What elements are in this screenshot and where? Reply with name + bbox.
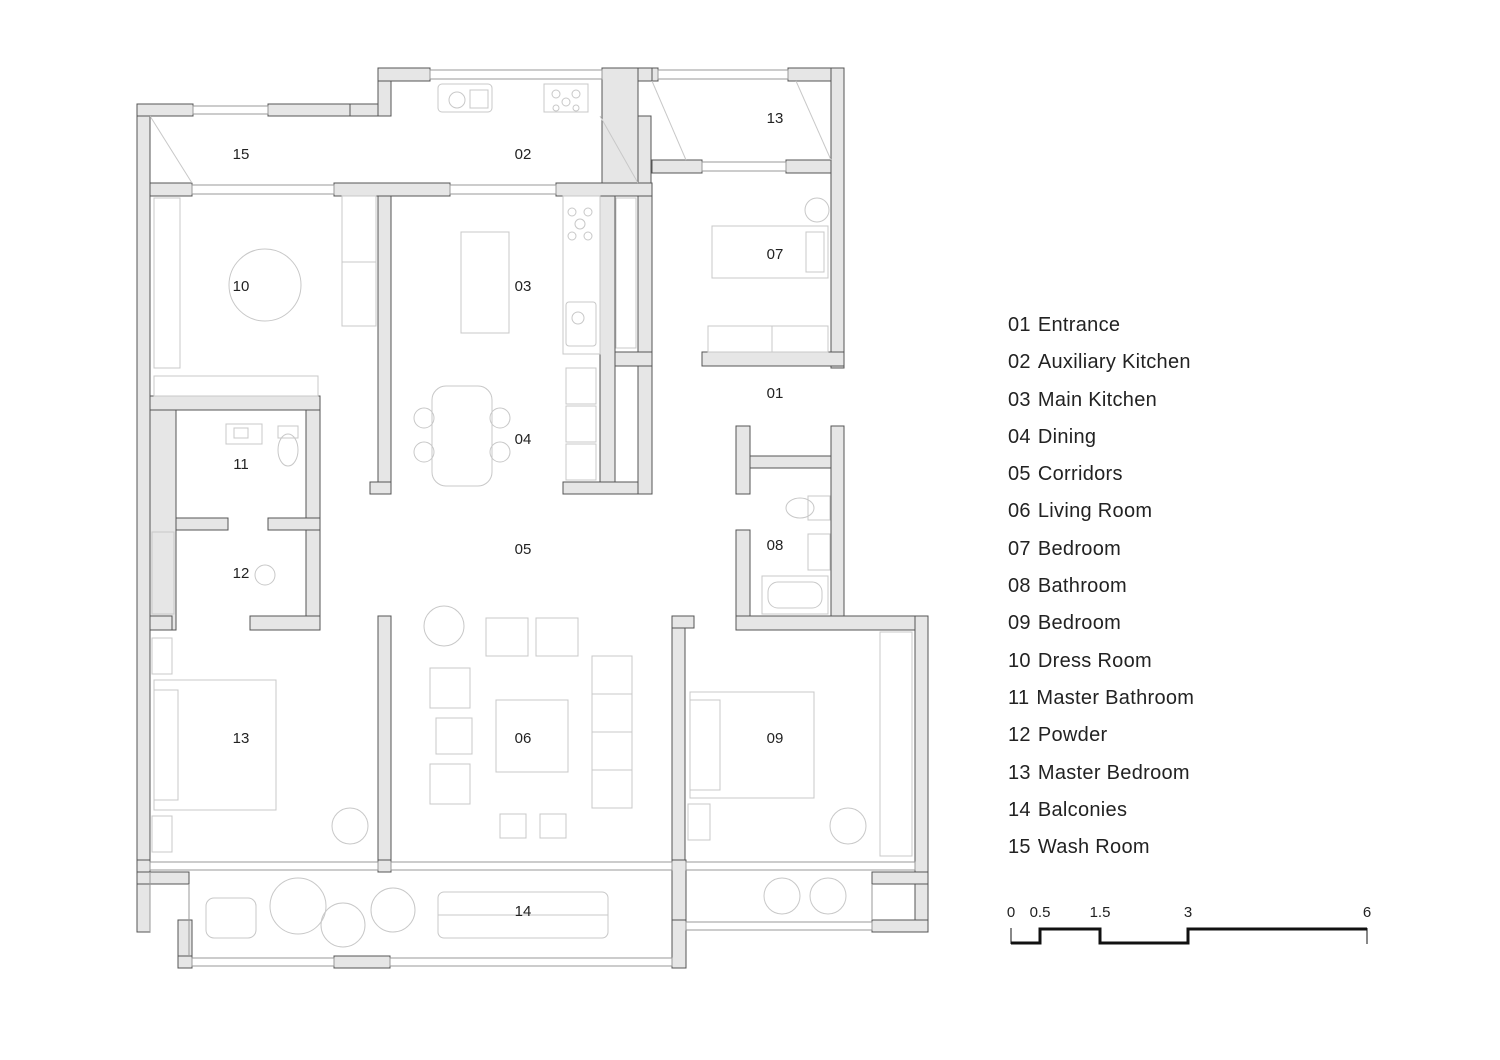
legend-name: Master Bathroom <box>1036 686 1195 709</box>
legend-name: Corridors <box>1037 463 1123 486</box>
legend-code: 14 <box>1008 798 1031 821</box>
room-label-04: 04 <box>515 431 532 448</box>
legend-item: 01 Entrance <box>1008 307 1194 344</box>
legend-item: 15 Wash Room <box>1008 829 1194 866</box>
legend-name: Dress Room <box>1037 649 1152 672</box>
legend-name: Auxiliary Kitchen <box>1037 351 1191 374</box>
room-label-08: 08 <box>767 537 784 554</box>
windows <box>149 69 916 967</box>
legend-name: Bathroom <box>1037 575 1127 598</box>
legend-code: 06 <box>1008 500 1031 523</box>
legend-code: 10 <box>1008 649 1031 672</box>
room-label-10: 10 <box>233 278 250 295</box>
legend-item: 05 Corridors <box>1008 456 1194 493</box>
legend-item: 06 Living Room <box>1008 493 1194 530</box>
legend-item: 07 Bedroom <box>1008 531 1194 568</box>
legend-name: Wash Room <box>1037 836 1150 859</box>
room-label-09: 09 <box>767 730 784 747</box>
scale-tick-6: 6 <box>1363 904 1371 921</box>
room-label-13: 13 <box>233 730 250 747</box>
legend-item: 14 Balconies <box>1008 792 1194 829</box>
legend-name: Powder <box>1037 724 1108 747</box>
legend-item: 08 Bathroom <box>1008 568 1194 605</box>
room-label-06: 06 <box>515 730 532 747</box>
walls <box>136 67 929 969</box>
legend-name: Balconies <box>1037 798 1128 821</box>
legend-code: 12 <box>1008 724 1031 747</box>
legend-name: Bedroom <box>1037 612 1122 635</box>
legend-code: 05 <box>1008 463 1031 486</box>
legend-item: 12 Powder <box>1008 717 1194 754</box>
room-label-01: 01 <box>767 385 784 402</box>
scale-tick-3: 3 <box>1184 904 1192 921</box>
room-label-14: 14 <box>515 903 532 920</box>
legend-code: 08 <box>1008 575 1031 598</box>
legend-item: 09 Bedroom <box>1008 605 1194 642</box>
legend-code: 11 <box>1008 686 1030 709</box>
legend-item: 10 Dress Room <box>1008 643 1194 680</box>
room-legend: 01 Entrance 02 Auxiliary Kitchen 03 Main Ki… <box>1008 307 1194 866</box>
scale-tick-0: 0 <box>1007 904 1015 921</box>
legend-item: 11 Master Bathroom <box>1008 680 1194 717</box>
legend-item: 03 Main Kitchen <box>1008 382 1194 419</box>
room-label-11: 11 <box>233 456 249 473</box>
room-label-03: 03 <box>515 278 532 295</box>
legend-item: 02 Auxiliary Kitchen <box>1008 344 1194 381</box>
room-label-02: 02 <box>515 146 532 163</box>
legend-name: Dining <box>1037 425 1097 448</box>
scale-bar: 0 0.5 1.5 3 6 <box>1007 904 1371 945</box>
legend-name: Bedroom <box>1037 537 1122 560</box>
legend-code: 15 <box>1008 836 1031 859</box>
legend-code: 13 <box>1008 761 1031 784</box>
legend-name: Entrance <box>1037 314 1121 336</box>
room-label-07: 07 <box>767 246 784 263</box>
room-label-13-top: 13 <box>767 110 784 127</box>
legend-name: Main Kitchen <box>1037 388 1158 411</box>
room-label-12: 12 <box>233 565 250 582</box>
legend-code: 03 <box>1008 388 1031 411</box>
legend-item: 13 Master Bedroom <box>1008 755 1194 792</box>
legend-item: 04 Dining <box>1008 419 1194 456</box>
legend-code: 09 <box>1008 612 1031 635</box>
legend-name: Master Bedroom <box>1037 761 1190 784</box>
legend-code: 07 <box>1008 537 1031 560</box>
legend-code: 04 <box>1008 425 1031 448</box>
furniture <box>149 80 913 948</box>
room-label-05: 05 <box>515 541 532 558</box>
scale-tick-1-5: 1.5 <box>1090 904 1111 921</box>
legend-code: 02 <box>1008 351 1031 374</box>
room-labels: 15 02 13 10 03 07 01 11 04 05 08 12 13 0… <box>233 110 784 920</box>
room-label-15: 15 <box>233 146 250 163</box>
scale-tick-0-5: 0.5 <box>1030 904 1051 921</box>
legend-name: Living Room <box>1037 500 1153 523</box>
legend-code: 01 <box>1008 314 1031 336</box>
